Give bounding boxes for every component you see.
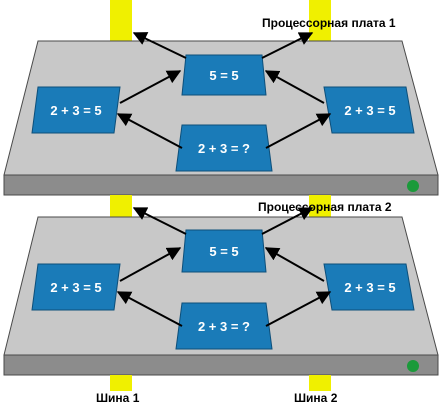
board-2-arrow-left-to-top	[119, 247, 182, 282]
bus-2-segment-board-1	[309, 0, 331, 44]
board-2-arrow-top-to-bus-2	[261, 207, 314, 235]
svg-text:2 + 3 = 5: 2 + 3 = 5	[344, 103, 395, 118]
board-2-arrow-bottom-to-left	[116, 291, 183, 327]
board-1-box-bottom-center: 2 + 3 = ?	[175, 124, 273, 172]
board-1-box-right: 2 + 3 = 5	[323, 86, 415, 134]
bus-2-segment-between-boards	[309, 195, 331, 221]
board-2-box-top-center: 5 = 5	[181, 229, 267, 273]
board-1-arrow-top-to-bus-1	[132, 32, 187, 59]
svg-text:2 + 3 = ?: 2 + 3 = ?	[198, 141, 250, 156]
bus-1-segment-board-1	[110, 0, 132, 44]
board-1-arrow-right-to-top	[264, 70, 325, 104]
board-2-arrow-bottom-to-right	[265, 291, 332, 327]
svg-text:5 = 5: 5 = 5	[209, 68, 238, 83]
bus-1-label: Шина 1	[96, 391, 140, 405]
svg-text:5 = 5: 5 = 5	[209, 244, 238, 259]
svg-text:2 + 3 = 5: 2 + 3 = 5	[50, 103, 101, 118]
board-1-arrow-top-to-bus-2	[261, 32, 314, 59]
board-2-arrow-right-to-top	[264, 247, 325, 282]
board-2-box-right: 2 + 3 = 5	[323, 263, 415, 311]
board-2-box-left: 2 + 3 = 5	[31, 263, 121, 311]
bus-2-label: Шина 2	[294, 391, 338, 405]
svg-text:2 + 3 = ?: 2 + 3 = ?	[198, 319, 250, 334]
board-1-status-led-icon	[407, 180, 419, 192]
processor-board-2: Процессорная плата 2 2 + 3 = 5 5 = 5 2 +…	[3, 195, 439, 376]
board-1-box-left: 2 + 3 = 5	[31, 86, 121, 134]
bus-1-segment-bottom	[110, 375, 132, 391]
board-2-box-bottom-center: 2 + 3 = ?	[175, 302, 273, 350]
board-2-front-edge	[3, 354, 439, 376]
board-1-arrow-bottom-to-left	[116, 113, 183, 149]
board-2-status-led-icon	[407, 360, 419, 372]
svg-text:2 + 3 = 5: 2 + 3 = 5	[344, 280, 395, 295]
board-1-title: Процессорная плата 1	[262, 16, 396, 30]
bus-1-segment-between-boards	[110, 195, 132, 221]
board-2-arrow-top-to-bus-1	[132, 207, 187, 235]
svg-text:2 + 3 = 5: 2 + 3 = 5	[50, 280, 101, 295]
bus-2-segment-bottom	[309, 375, 331, 391]
board-1-arrow-left-to-top	[119, 70, 182, 104]
board-1-arrow-bottom-to-right	[265, 113, 332, 149]
board-2-title: Процессорная плата 2	[258, 200, 392, 214]
board-1-front-edge	[3, 174, 439, 196]
processor-board-1: Процессорная плата 1 2 + 3 = 5 5 = 5 2 +…	[3, 0, 439, 196]
board-1-box-top-center: 5 = 5	[181, 54, 267, 96]
